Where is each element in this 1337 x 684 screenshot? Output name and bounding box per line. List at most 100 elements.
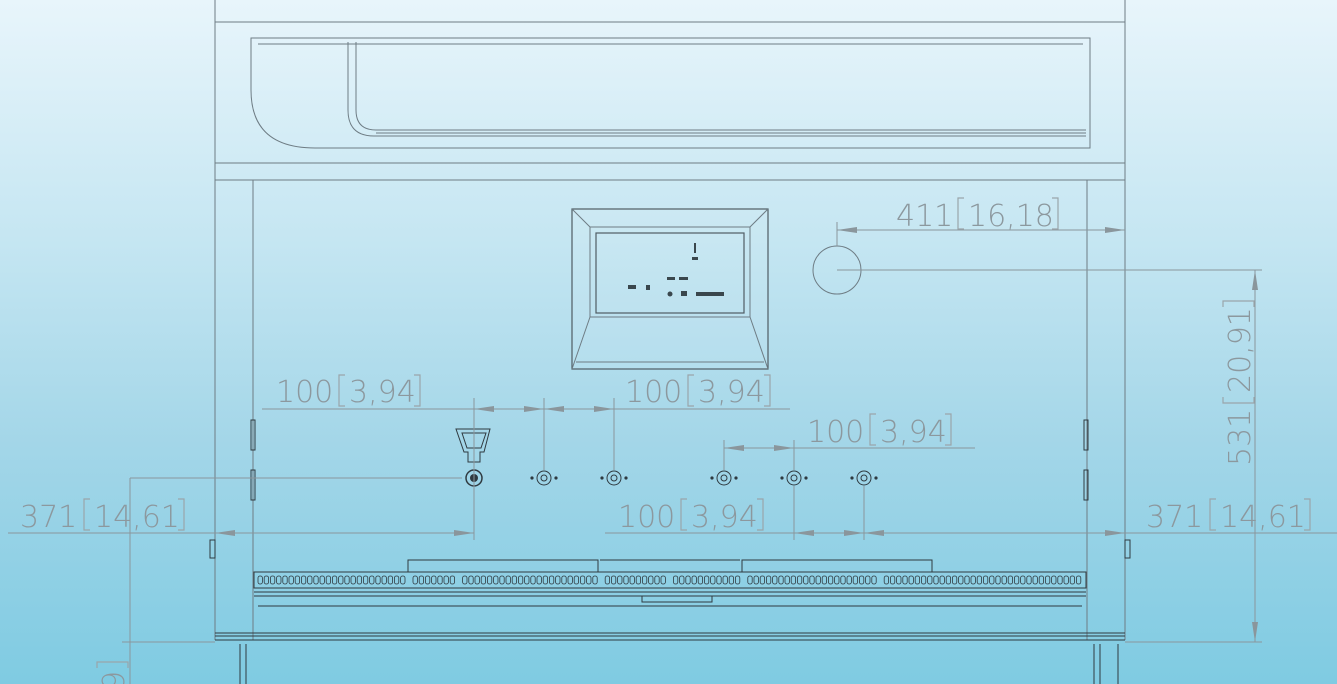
- grille-hole: [567, 575, 573, 585]
- grille-hole: [852, 575, 859, 585]
- dim-value: 100: [625, 375, 682, 410]
- grille-hole: [790, 575, 797, 585]
- grille-hole: [418, 575, 425, 585]
- grille-hole: [505, 575, 511, 585]
- grille-hole: [778, 575, 784, 585]
- grille-hole: [443, 575, 449, 585]
- grille-hole: [319, 575, 325, 585]
- dim-imperial: 14,61: [94, 500, 180, 535]
- grille-hole: [679, 575, 685, 585]
- grille-hole: [344, 575, 350, 585]
- grille-hole: [412, 575, 418, 585]
- dim-imperial: 3,94: [349, 375, 416, 410]
- grille-hole: [269, 575, 276, 585]
- dim-imperial: 3,94: [698, 375, 765, 410]
- grille-hole: [1063, 575, 1069, 585]
- grille-hole: [1001, 575, 1007, 585]
- grille-hole: [611, 575, 617, 585]
- grille-hole: [921, 575, 927, 585]
- grille-hole: [1014, 575, 1020, 585]
- grille-hole: [536, 575, 542, 585]
- grille-hole: [716, 575, 722, 585]
- grille-hole: [933, 575, 939, 585]
- grille-hole: [449, 575, 456, 585]
- grille-hole: [896, 575, 902, 585]
- grille-hole: [753, 575, 759, 585]
- grille-hole: [1007, 575, 1014, 585]
- grille-hole: [772, 575, 778, 585]
- grille-hole: [375, 575, 381, 585]
- grille-hole: [499, 575, 505, 585]
- grille-hole: [480, 575, 487, 585]
- grille-hole: [424, 575, 431, 585]
- grille-hole: [784, 575, 790, 585]
- dim-imperial: 3,94: [880, 415, 947, 450]
- vertical-dimension-partial: 9: [96, 661, 132, 684]
- grille-hole: [493, 575, 499, 585]
- dim-value: 100: [807, 415, 864, 450]
- grille-hole: [437, 575, 443, 585]
- grille-hole: [350, 575, 356, 585]
- grille-hole: [722, 575, 728, 585]
- grille-hole: [393, 575, 400, 585]
- grille-hole: [828, 575, 834, 585]
- grille-hole: [648, 575, 654, 585]
- grille-hole: [431, 575, 437, 585]
- grille-hole: [1076, 575, 1082, 585]
- grille-hole: [276, 575, 282, 585]
- air-grille: [257, 575, 1082, 585]
- grille-hole: [927, 575, 933, 585]
- dim-value: 100: [276, 375, 333, 410]
- grille-hole: [524, 575, 530, 585]
- grille-hole: [518, 575, 524, 585]
- grille-hole: [846, 575, 852, 585]
- grille-hole: [809, 575, 815, 585]
- grille-hole: [400, 575, 406, 585]
- display-icons: [628, 243, 724, 297]
- grille-hole: [902, 575, 908, 585]
- grille-hole: [728, 575, 735, 585]
- cabinet-top: [214, 0, 1126, 640]
- grille-hole: [821, 575, 828, 585]
- grille-hole: [815, 575, 821, 585]
- dim-imperial: 14,61: [1220, 500, 1306, 535]
- grille-hole: [307, 575, 313, 585]
- grille-hole: [511, 575, 518, 585]
- grille-hole: [288, 575, 294, 585]
- inner-walls: [209, 180, 1131, 640]
- control-panel: [571, 208, 769, 370]
- work-surface: [215, 559, 1125, 684]
- grille-hole: [840, 575, 846, 585]
- grille-hole: [735, 575, 741, 585]
- grille-hole: [995, 575, 1001, 585]
- grille-hole: [580, 575, 586, 585]
- grille-hole: [369, 575, 375, 585]
- grille-hole: [685, 575, 691, 585]
- grille-hole: [313, 575, 319, 585]
- grille-hole: [1032, 575, 1038, 585]
- grille-hole: [282, 575, 288, 585]
- grille-hole: [883, 575, 890, 585]
- nozzle: [850, 470, 878, 486]
- grille-hole: [561, 575, 567, 585]
- grille-hole: [691, 575, 697, 585]
- grille-hole: [1038, 575, 1044, 585]
- grille-hole: [989, 575, 995, 585]
- grille-hole: [604, 575, 611, 585]
- dim-imperial: 16,18: [968, 199, 1054, 234]
- dim-imperial: 3,94: [691, 500, 758, 535]
- grille-hole: [759, 575, 766, 585]
- vertical-dimension: 531 20,91: [1222, 300, 1258, 466]
- dim-imperial: 20,91: [1223, 307, 1258, 393]
- grille-hole: [964, 575, 970, 585]
- grille-hole: [294, 575, 301, 585]
- grille-hole: [468, 575, 474, 585]
- dimension-lines: [8, 222, 1337, 684]
- grille-hole: [542, 575, 549, 585]
- grille-hole: [797, 575, 803, 585]
- grille-hole: [939, 575, 945, 585]
- grille-hole: [474, 575, 480, 585]
- gas-valve: [455, 428, 491, 487]
- grille-hole: [387, 575, 394, 585]
- nozzle: [530, 470, 558, 486]
